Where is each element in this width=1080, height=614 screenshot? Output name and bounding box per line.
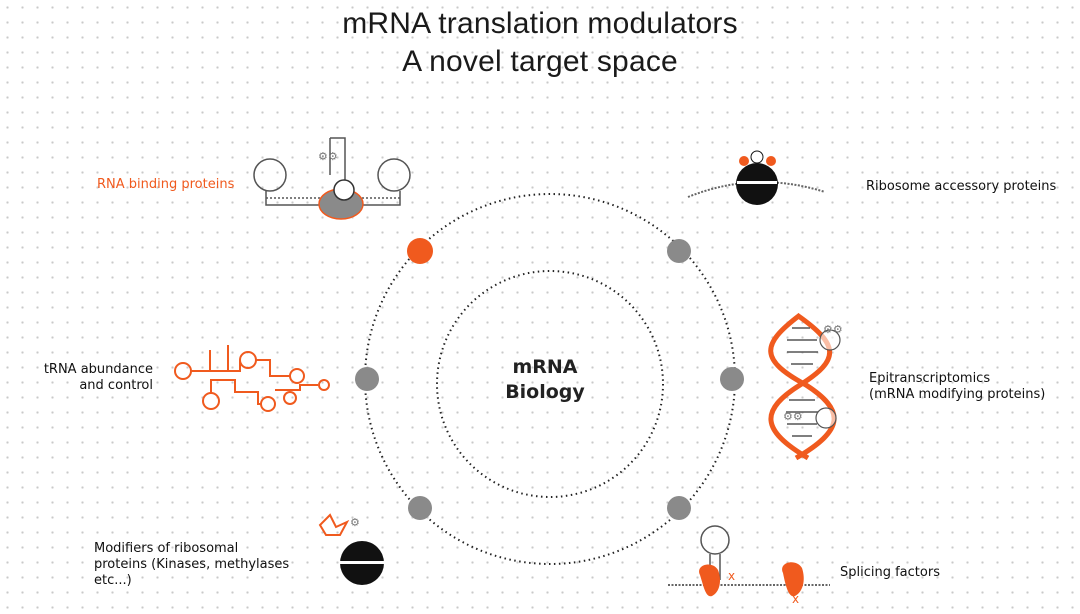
center-label-line-1: mRNA [512, 356, 578, 378]
center-label-line-2: Biology [505, 381, 585, 403]
label-ribosome-accessory-proteins: Ribosome accessory proteins [866, 179, 1057, 194]
title-line-1: mRNA translation modulators [342, 7, 738, 40]
splicing-illustration: x x [668, 525, 830, 606]
node-ribosome-accessory[interactable] [667, 239, 691, 263]
epitranscriptomics-illustration: ⚙⚙ ⚙⚙ [768, 312, 843, 461]
svg-text:⚙⚙: ⚙⚙ [783, 410, 803, 423]
rna-binding-illustration: ⚙⚙ [253, 137, 411, 220]
label-epitranscriptomics-line-1: Epitranscriptomics [869, 371, 991, 386]
label-modifiers-line-3: etc...) [94, 573, 132, 588]
label-trna-line-1: tRNA abundance [43, 362, 153, 377]
svg-text:x: x [792, 592, 799, 606]
label-rna-binding-proteins: RNA binding proteins [97, 177, 235, 192]
node-modifiers[interactable] [408, 496, 432, 520]
svg-text:⚙⚙: ⚙⚙ [823, 323, 843, 336]
node-rna-binding[interactable] [407, 238, 433, 264]
label-trna-line-2: and control [79, 378, 153, 393]
inner-ring [436, 270, 664, 498]
node-trna[interactable] [355, 367, 379, 391]
node-epitranscriptomics[interactable] [720, 367, 744, 391]
label-modifiers-line-1: Modifiers of ribosomal [94, 541, 239, 556]
svg-text:x: x [728, 569, 735, 583]
label-modifiers-line-2: proteins (Kinases, methylases [94, 557, 290, 572]
svg-text:⚙⚙: ⚙⚙ [318, 150, 338, 163]
label-splicing-factors: Splicing factors [840, 565, 940, 580]
node-splicing[interactable] [667, 496, 691, 520]
trna-illustration [174, 345, 330, 412]
modifiers-illustration: ⚙ [318, 513, 384, 585]
label-epitranscriptomics-line-2: (mRNA modifying proteins) [869, 387, 1046, 402]
svg-text:⚙: ⚙ [350, 516, 360, 529]
ribosome-accessory-illustration [687, 150, 826, 205]
title-line-2: A novel target space [402, 45, 678, 78]
